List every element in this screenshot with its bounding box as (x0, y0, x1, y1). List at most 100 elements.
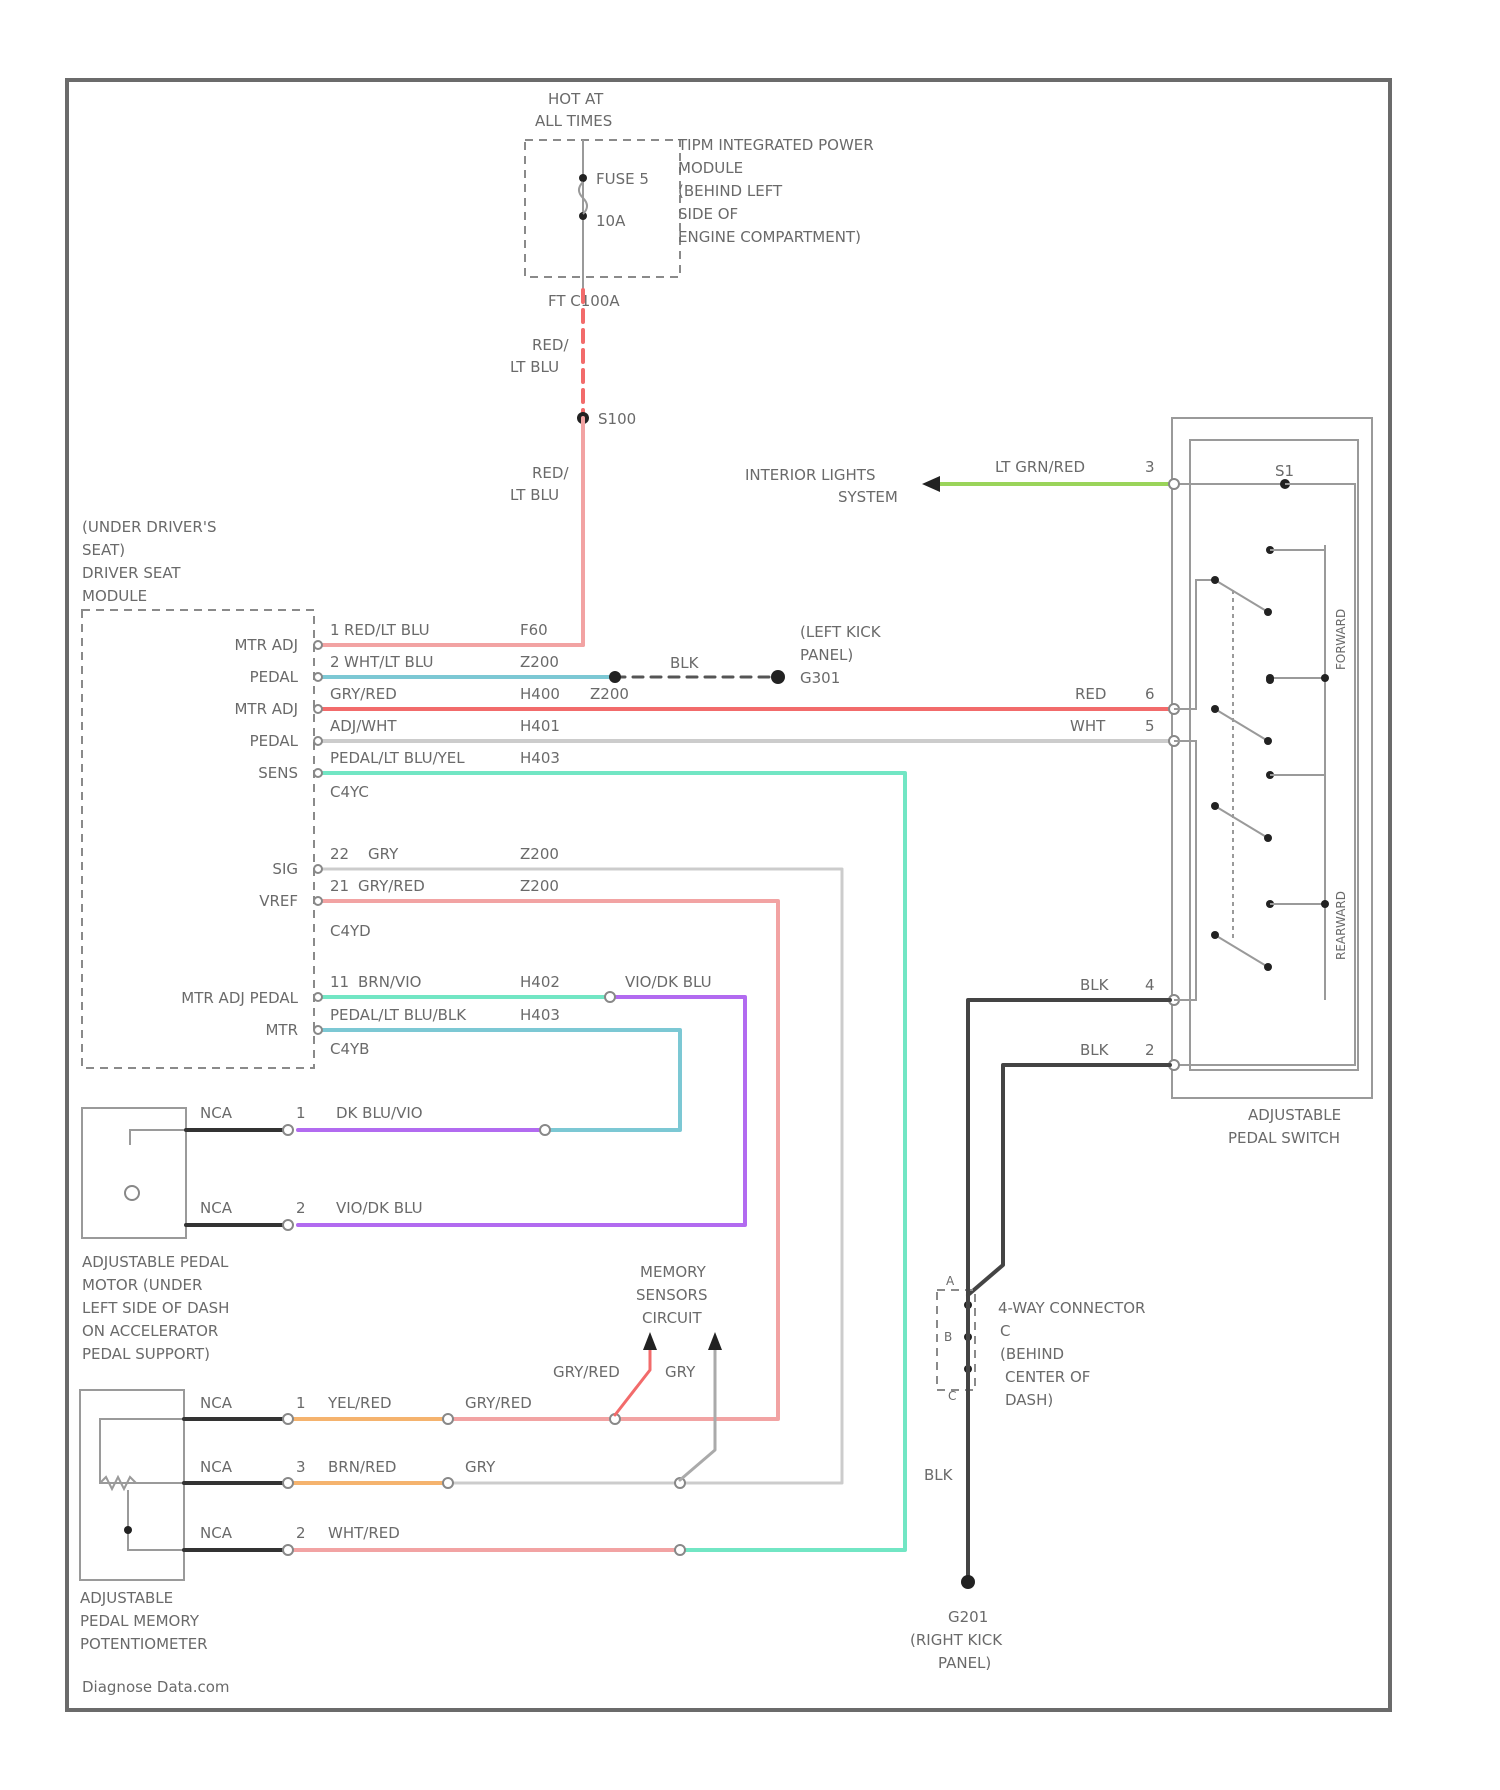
ground-splice-dot (609, 671, 621, 683)
fuse-block-outline (525, 140, 680, 277)
wire-pin-z200: 2 (330, 653, 340, 671)
module-conn-2: C4YD (330, 922, 371, 940)
pin-label-mtr-adj-1: MTR ADJ (234, 636, 298, 654)
motor-label-1: ADJUSTABLE PEDAL (82, 1253, 229, 1271)
memory-circuit-1: MEMORY (640, 1263, 707, 1281)
wire-color-sig: GRY (368, 845, 399, 863)
four-way-conn-3: (BEHIND (1000, 1345, 1064, 1363)
hot-label-1: HOT AT (548, 90, 604, 108)
pot-wire-3b: GRY (465, 1458, 496, 1476)
g301-circuit: Z200 (590, 685, 629, 703)
wire-label-1a: RED/ (532, 336, 569, 354)
wire-circuit-h403: H403 (520, 749, 560, 767)
interior-lights-label: INTERIOR LIGHTS (745, 466, 876, 484)
wire-blk-switch-2 (968, 1065, 1170, 1295)
four-way-conn-1: 4-WAY CONNECTOR (998, 1299, 1145, 1317)
memory-arrow-1 (643, 1332, 657, 1350)
motor-label-4: ON ACCELERATOR (82, 1322, 218, 1340)
pin-label-pedal-2: PEDAL (250, 732, 299, 750)
wire-pin-vref: 21 (330, 877, 349, 895)
pot-wire-1: YEL/RED (327, 1394, 392, 1412)
wire-circuit-f60: F60 (520, 621, 548, 639)
pot-wiper (128, 1490, 184, 1550)
motor-pin-1-label: 1 (296, 1104, 306, 1122)
wire-z200-sig (316, 869, 842, 1483)
wire-color-f60: RED/LT BLU (344, 621, 430, 639)
forward-label: FORWARD (1334, 609, 1348, 670)
four-way-conn-2: C (1000, 1322, 1010, 1340)
switch-label-1: ADJUSTABLE (1248, 1106, 1341, 1124)
pot-nca-2: NCA (200, 1524, 233, 1542)
pedal-switch-outer (1172, 418, 1372, 1098)
pdc-line-1: TIPM INTEGRATED POWER (677, 136, 874, 154)
module-conn-1: C4YC (330, 783, 369, 801)
wire-label-2b: LT BLU (510, 486, 559, 504)
motor-pin-2 (283, 1220, 293, 1230)
pin-5-label: 5 (1145, 717, 1155, 735)
g201-label-1: G201 (948, 1608, 988, 1626)
pot-label-2: PEDAL MEMORY (80, 1612, 200, 1630)
pot-pin-1: 1 (296, 1394, 306, 1412)
motor-wire-vio: VIO/DK BLU (625, 973, 712, 991)
wire-circuit-mtr: H403 (520, 1006, 560, 1024)
wire-pin-brnvio: 11 (330, 973, 349, 991)
pot-wire-1b: GRY/RED (465, 1394, 532, 1412)
pot-wire-2: WHT/RED (328, 1524, 400, 1542)
motor-label-3: LEFT SIDE OF DASH (82, 1299, 229, 1317)
g201-label-3: PANEL) (938, 1654, 991, 1672)
s1-label: S1 (1275, 462, 1294, 480)
motor-pin-2-label: 2 (296, 1199, 306, 1217)
motor-label-2: MOTOR (UNDER (82, 1276, 202, 1294)
pot-wire-3: BRN/RED (328, 1458, 396, 1476)
pedal-motor-box (82, 1108, 186, 1238)
fuse-node-top (579, 174, 587, 182)
wire-blk1-label: BLK (1080, 976, 1110, 994)
four-way-b: B (944, 1330, 952, 1344)
motor-nca-2: NCA (200, 1199, 233, 1217)
wire-red-label: RED (1075, 685, 1106, 703)
pin-label-mtr-adj-2: MTR ADJ (234, 700, 298, 718)
wire-circuit-h400: H400 (520, 685, 560, 703)
pdc-line-2: MODULE (678, 159, 743, 177)
hot-label-2: ALL TIMES (535, 112, 612, 130)
pdc-line-3: (BEHIND LEFT (678, 182, 783, 200)
wire-circuit-sig: Z200 (520, 845, 559, 863)
wire-blk2-label: BLK (1080, 1041, 1110, 1059)
wire-pin-sig: 22 (330, 845, 349, 863)
fuse-amp: 10A (596, 212, 626, 230)
motor-label-5: PEDAL SUPPORT) (82, 1345, 210, 1363)
g201-ground-dot (961, 1575, 975, 1589)
module-pins (314, 641, 322, 1034)
switch-label-2: PEDAL SWITCH (1228, 1129, 1340, 1147)
pin-4-label: 4 (1145, 976, 1155, 994)
g301-ground-dot (771, 670, 785, 684)
wire-color-vref: GRY/RED (358, 877, 425, 895)
memory-wire-g: GRY (665, 1363, 696, 1381)
pot-label-3: POTENTIOMETER (80, 1635, 208, 1653)
pot-wiper-dot (124, 1526, 132, 1534)
pot-label-1: ADJUSTABLE (80, 1589, 173, 1607)
pedal-motor-internal (130, 1130, 186, 1145)
g301-loc-3: G301 (800, 669, 840, 687)
pin-label-mtr-adj-pedal: MTR ADJ PEDAL (181, 989, 298, 1007)
pin-3-label: 3 (1145, 458, 1155, 476)
motor-splice-1 (540, 1125, 550, 1135)
module-loc-2: SEAT) (82, 541, 125, 559)
switch-mechanism (1174, 545, 1329, 1000)
interior-system-label: SYSTEM (838, 488, 898, 506)
pin-label-pedal-1: PEDAL (250, 668, 299, 686)
wire-label-1b: LT BLU (510, 358, 559, 376)
motor-splice-2 (605, 992, 615, 1002)
wire-circuit-brnvio: H402 (520, 973, 560, 991)
pin-label-sig: SIG (272, 860, 298, 878)
pdc-line-4: SIDE OF (678, 205, 738, 223)
g301-loc-1: (LEFT KICK (800, 623, 882, 641)
wire-wht-label: WHT (1070, 717, 1106, 735)
wire-color-h400: GRY/RED (330, 685, 397, 703)
splice-label: S100 (598, 410, 636, 428)
wire-label-2a: RED/ (532, 464, 569, 482)
pdc-line-5: ENGINE COMPARTMENT) (678, 228, 861, 246)
wire-color-mtr: PEDAL/LT BLU/BLK (330, 1006, 467, 1024)
wire-circuit-h401: H401 (520, 717, 560, 735)
module-loc-4: MODULE (82, 587, 147, 605)
